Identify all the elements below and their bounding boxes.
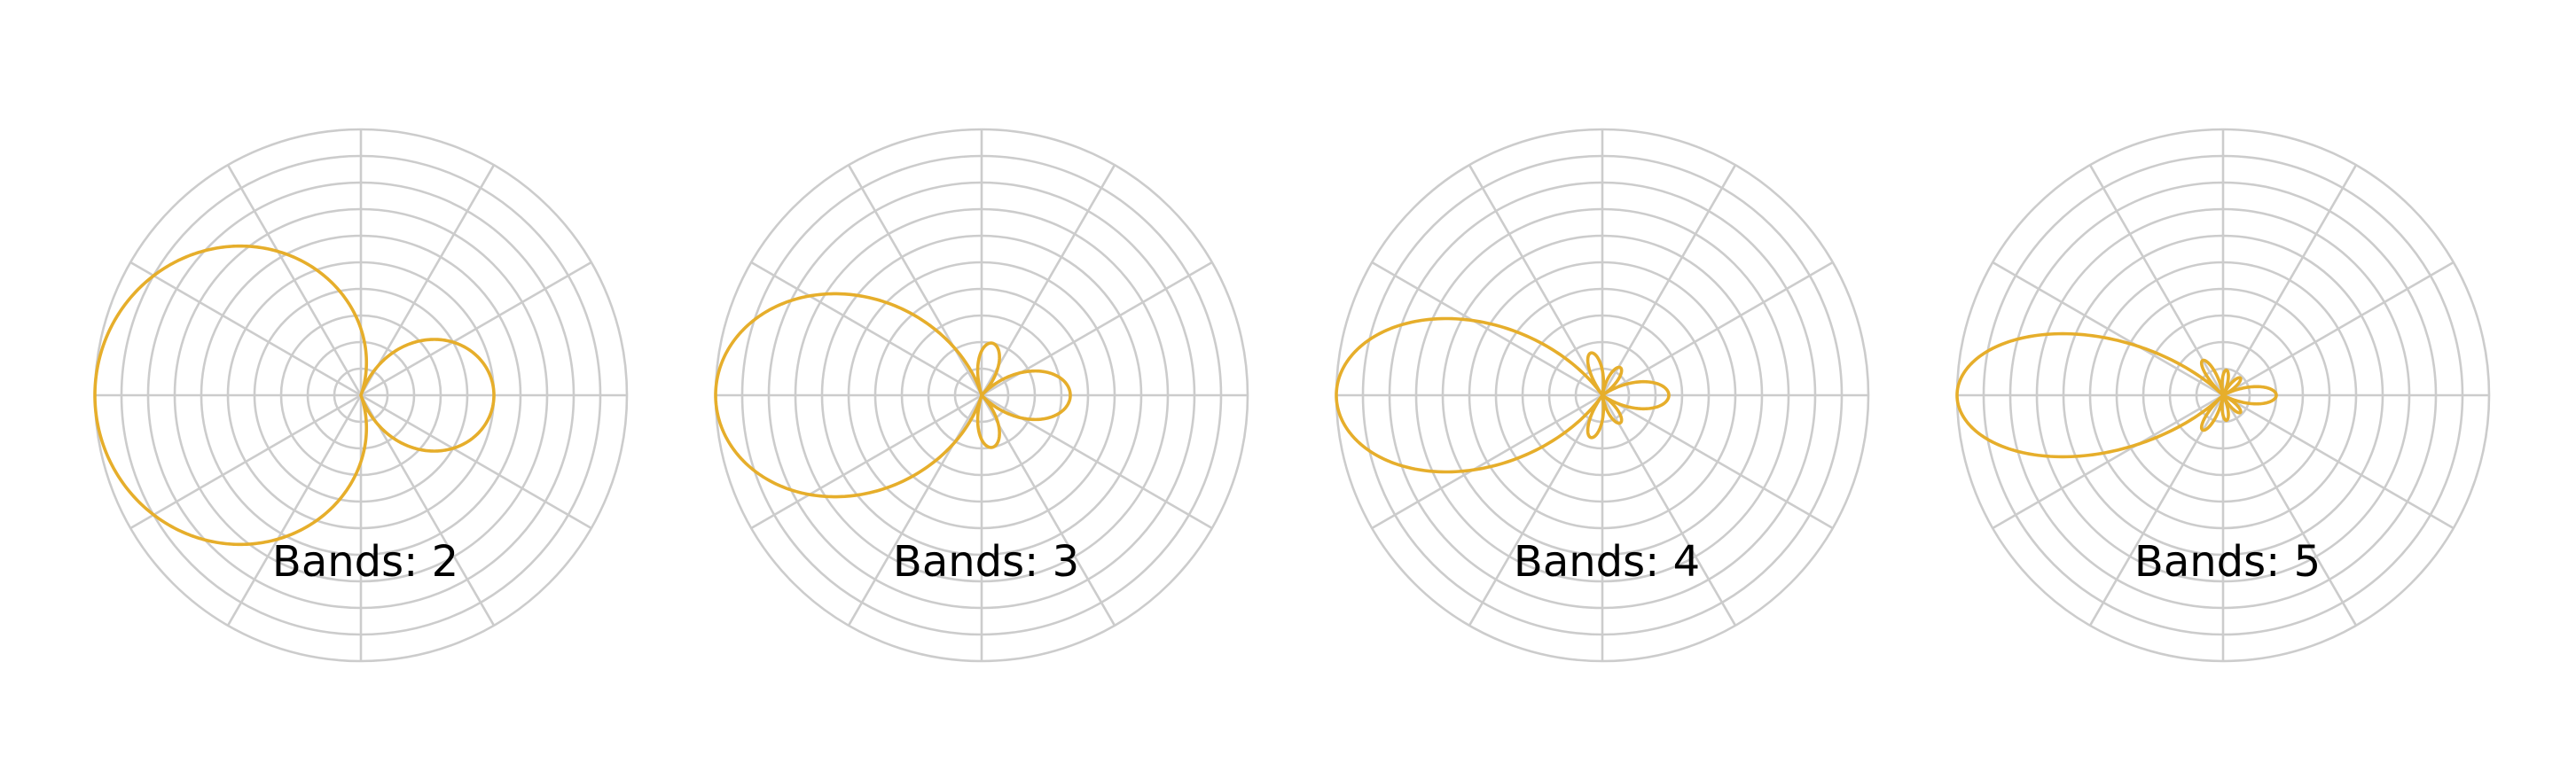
panel-title: Bands: 3: [893, 537, 1079, 587]
angular-gridline: [2088, 164, 2225, 396]
beam-pattern-curve: [714, 292, 1072, 499]
angular-gridline: [1371, 393, 1603, 530]
angular-gridline: [1468, 164, 1604, 396]
angular-gridline: [847, 164, 983, 396]
polar-panel-3: Bands: 3: [714, 128, 1249, 663]
angular-gridline: [1601, 393, 1834, 530]
angular-gridline: [1992, 393, 2224, 530]
angular-gridline: [360, 393, 592, 530]
beam-pattern-curve: [1335, 316, 1671, 474]
angular-gridline: [129, 261, 362, 397]
angular-gridline: [360, 261, 592, 397]
angular-gridline: [2222, 261, 2455, 397]
angular-gridline: [980, 164, 1116, 396]
polar-panel-4: Bands: 4: [1335, 128, 1870, 663]
beam-pattern-curve: [1955, 331, 2278, 459]
angular-gridline: [226, 394, 363, 627]
angular-gridline: [2222, 393, 2455, 530]
angular-gridline: [2088, 394, 2225, 627]
angular-gridline: [750, 393, 983, 530]
angular-gridline: [1601, 394, 1737, 627]
angular-gridline: [1468, 394, 1604, 627]
panel-title: Bands: 5: [2134, 537, 2321, 587]
angular-gridline: [1371, 261, 1603, 397]
panel-title: Bands: 2: [272, 537, 458, 587]
polar-panel-2: Bands: 2: [93, 128, 629, 663]
angular-gridline: [129, 393, 362, 530]
angular-gridline: [750, 261, 983, 397]
angular-gridline: [2221, 394, 2358, 627]
angular-gridline: [1992, 261, 2224, 397]
polar-panel-5: Bands: 5: [1955, 128, 2491, 663]
angular-gridline: [847, 394, 983, 627]
angular-gridline: [1601, 164, 1737, 396]
panel-title: Bands: 4: [1514, 537, 1700, 587]
angular-gridline: [980, 394, 1116, 627]
angular-gridline: [2221, 164, 2358, 396]
angular-gridline: [359, 164, 496, 396]
angular-gridline: [226, 164, 363, 396]
angular-gridline: [1601, 261, 1834, 397]
angular-gridline: [359, 394, 496, 627]
beam-pattern-curve: [93, 244, 496, 547]
